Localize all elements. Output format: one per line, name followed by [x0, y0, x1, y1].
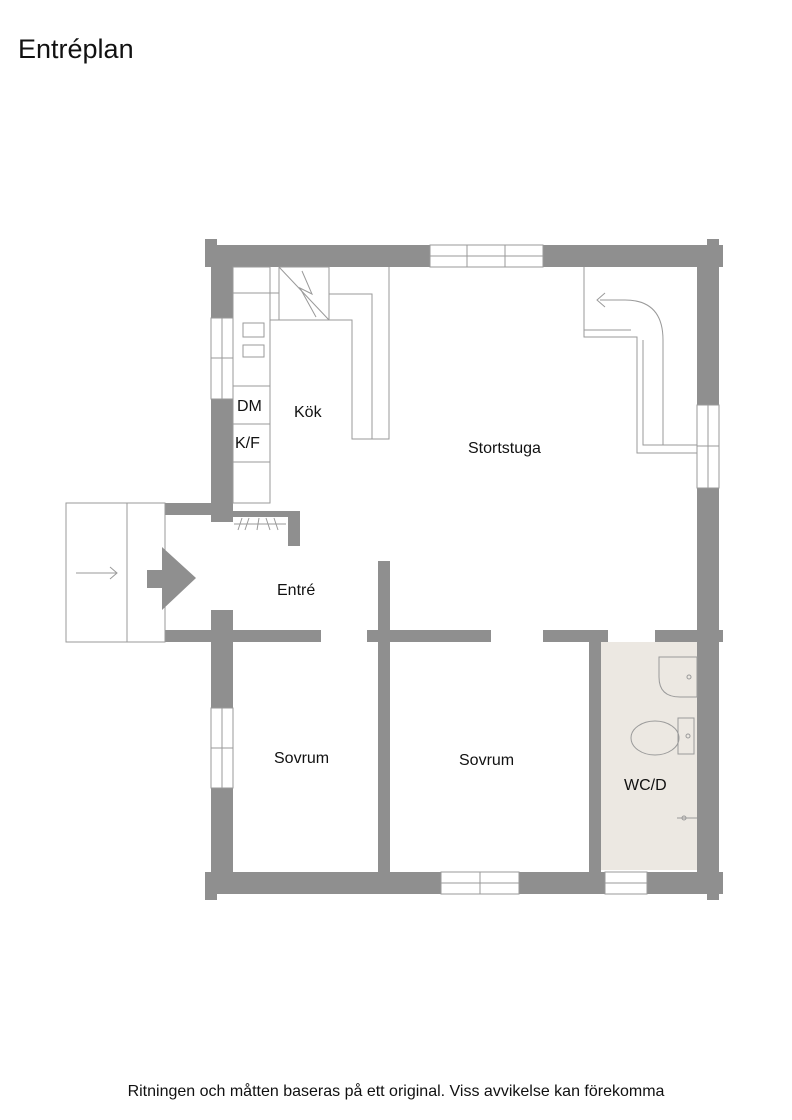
room-label-fridge-freezer: K/F: [235, 435, 260, 452]
room-label-living-room: Stortstuga: [468, 440, 541, 457]
footer-note: Ritningen och måtten baseras på ett orig…: [127, 1083, 665, 1100]
room-label-kitchen: Kök: [294, 404, 323, 421]
bathroom-floor: [601, 642, 697, 870]
room-label-entrance: Entré: [277, 582, 315, 599]
page-title: Entréplan: [18, 34, 134, 64]
room-label-dishwasher: DM: [237, 398, 262, 415]
fixtures: [65, 244, 720, 895]
room-label-bedroom-2: Sovrum: [459, 752, 514, 769]
entrance-arrow-icon: [147, 547, 196, 610]
room-label-bathroom: WC/D: [624, 777, 667, 794]
walls: [165, 239, 723, 900]
room-label-bedroom-1: Sovrum: [274, 750, 329, 767]
